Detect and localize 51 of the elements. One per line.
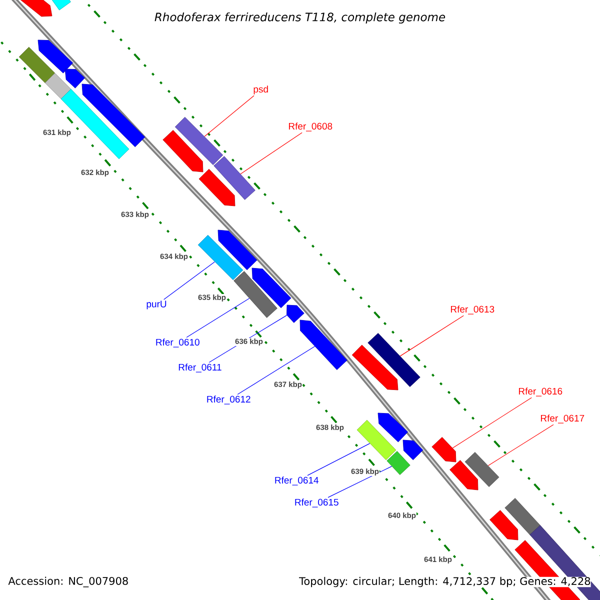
gene-block (49, 0, 71, 10)
gene-block (286, 304, 304, 323)
gene-block (386, 451, 410, 475)
gene-block (198, 168, 236, 206)
gene-block (38, 40, 73, 74)
gene-block (402, 440, 424, 460)
gene-label: Rfer_0616 (519, 388, 562, 396)
footer-text: Topology: circular; Length: 4,712,337 bp; Genes: 4,228 (299, 576, 591, 588)
leader-line (400, 315, 464, 356)
gene-block (504, 498, 540, 535)
leader-line (204, 95, 254, 137)
leader-line (307, 443, 370, 476)
gene-block (162, 130, 204, 172)
gene-label: Rfer_0611 (178, 364, 222, 372)
gene-label: Rfer_0608 (288, 122, 332, 132)
leader-line (164, 262, 215, 300)
gene-block (490, 510, 518, 540)
gene-block (214, 156, 256, 200)
gene-label: psd (254, 86, 268, 94)
leader-line (186, 298, 250, 338)
gene-label: purU (146, 300, 166, 310)
gene-block (352, 344, 398, 390)
gene-block (18, 46, 56, 84)
gene-block (218, 230, 258, 270)
gene-label: Rfer_0617 (541, 414, 584, 424)
leader-line (237, 346, 316, 395)
gene-block (464, 452, 500, 487)
gene-label: Rfer_0615 (295, 498, 338, 508)
gene-block (356, 420, 396, 460)
gene-block (378, 412, 408, 442)
gene-label: Rfer_0610 (156, 338, 200, 348)
gene-block (450, 460, 478, 490)
gene-label: Rfer_0613 (451, 306, 494, 314)
footer-text: Accession: NC_007908 (8, 576, 128, 588)
leader-line (240, 132, 302, 174)
leader-line (488, 424, 554, 466)
gene-block (368, 333, 420, 387)
gene-block (234, 271, 278, 318)
gene-block (64, 68, 85, 88)
gene-label: Rfer_0614 (275, 476, 319, 486)
gene-block (44, 72, 72, 100)
leader-line (452, 397, 532, 448)
gene-block (198, 234, 244, 280)
gene-block (300, 320, 348, 370)
gene-block (432, 437, 456, 462)
leader-line (328, 466, 392, 498)
gene-label: Rfer_0612 (207, 396, 250, 404)
title: Rhodoferax ferrireducens T118, complete genome (153, 11, 447, 25)
gene-block (82, 84, 146, 148)
gene-block (252, 268, 292, 308)
gene-block (174, 116, 224, 166)
